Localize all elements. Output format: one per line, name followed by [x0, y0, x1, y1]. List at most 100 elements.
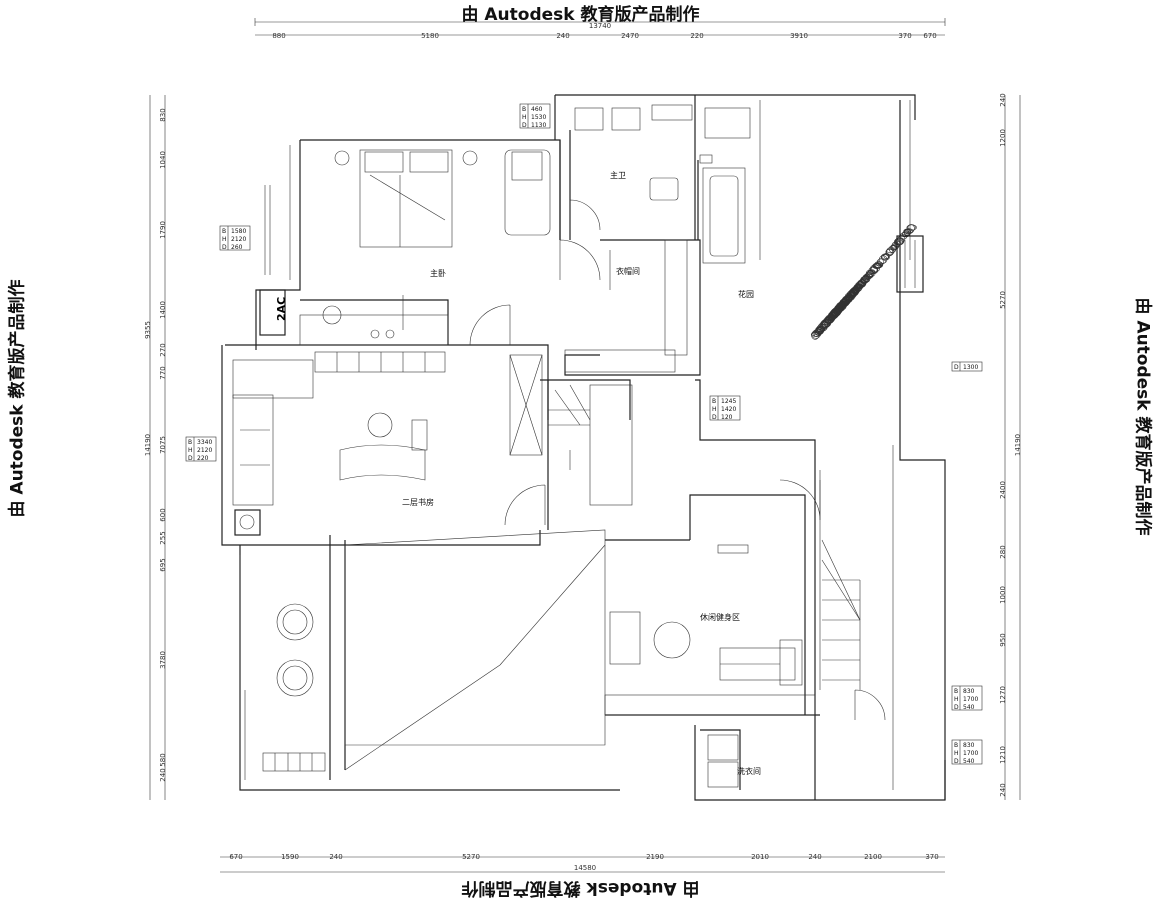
svg-text:540: 540 [963, 758, 975, 765]
bath-fixtures [574, 104, 751, 264]
pebble [859, 279, 866, 287]
right-dim-10: 240 [999, 783, 1007, 796]
right-dim-7: 950 [999, 633, 1007, 646]
left-dim-12: 240 [159, 768, 167, 781]
top-dim-7: 370 [898, 32, 911, 40]
svg-text:D: D [954, 364, 959, 371]
svg-text:1530: 1530 [531, 114, 546, 121]
svg-text:1420: 1420 [721, 406, 736, 413]
spiral-stair [548, 384, 591, 470]
right-dim-9: 1210 [999, 746, 1007, 764]
gym-equipment [609, 544, 803, 686]
garden-bench [896, 235, 924, 293]
room-label-master-bedroom: 主卧 [430, 268, 446, 278]
left-total-b: 14190 [144, 434, 152, 456]
svg-text:1580: 1580 [231, 228, 246, 235]
svg-text:540: 540 [963, 704, 975, 711]
pebble [838, 302, 847, 307]
bottom-dim-5: 2190 [646, 853, 664, 861]
pebble [880, 253, 891, 261]
top-total-dim: 13740 [589, 22, 611, 30]
svg-text:1300: 1300 [963, 364, 978, 371]
top-dim-2: 5180 [421, 32, 439, 40]
pebble [819, 321, 830, 329]
left-dim-11: 3780 [159, 651, 167, 669]
room-label-study: 二层书房 [402, 497, 434, 507]
top-dim-6: 3910 [790, 32, 808, 40]
ac-label: 2AC [275, 297, 288, 321]
bottom-dim-8: 2100 [864, 853, 882, 861]
room-label-closet: 衣帽间 [616, 266, 640, 276]
left-dim-2: 1040 [159, 151, 167, 169]
bottom-dim-1: 670 [229, 853, 242, 861]
svg-text:1700: 1700 [963, 750, 978, 757]
pebble [841, 296, 851, 306]
svg-text:830: 830 [963, 688, 975, 695]
right-dim-1: 240 [999, 93, 1007, 106]
svg-text:H: H [712, 406, 717, 413]
room-label-laundry: 洗衣间 [737, 766, 761, 776]
svg-text:220: 220 [197, 455, 209, 462]
svg-text:H: H [522, 114, 527, 121]
pebble [872, 262, 884, 268]
right-dim-6: 1000 [999, 586, 1007, 604]
pebble [883, 252, 890, 259]
pebble [886, 248, 896, 254]
svg-text:120: 120 [721, 414, 733, 421]
right-dim-4: 2400 [999, 481, 1007, 499]
pebble [903, 228, 913, 235]
lounge-chairs [262, 603, 326, 772]
pebble [899, 234, 907, 240]
right-dim-5: 280 [999, 545, 1007, 558]
bottom-dim-9: 370 [925, 853, 938, 861]
left-dim-6: 770 [159, 366, 167, 379]
svg-text:B: B [222, 228, 226, 235]
svg-text:1245: 1245 [721, 398, 736, 405]
svg-text:2120: 2120 [197, 447, 212, 454]
bedroom-lounge-chair [504, 149, 551, 236]
svg-text:B: B [954, 688, 958, 695]
pebble [848, 290, 857, 296]
room-label-master-bath: 主卫 [610, 170, 626, 180]
bottom-dim-3: 240 [329, 853, 342, 861]
pebble [890, 243, 899, 249]
svg-text:H: H [222, 236, 227, 243]
bottom-dim-7: 240 [808, 853, 821, 861]
left-dim-9: 255 [159, 531, 167, 544]
left-dimensions: 9355 14190 830 1040 1790 1400 270 770 70… [144, 95, 167, 800]
left-dim-1: 830 [159, 108, 167, 121]
pebble [864, 272, 874, 278]
room-label-leisure-gym: 休闲健身区 [700, 612, 740, 622]
study-cabinet-row [314, 351, 446, 373]
left-dim-3: 1790 [159, 221, 167, 239]
study-sofa [232, 359, 314, 506]
pebble [863, 273, 873, 279]
pebble [814, 328, 823, 334]
master-bed [334, 149, 478, 248]
svg-text:1130: 1130 [531, 122, 546, 129]
svg-text:2120: 2120 [231, 236, 246, 243]
svg-text:H: H [954, 750, 959, 757]
pebble [840, 299, 848, 308]
top-dim-5: 220 [690, 32, 703, 40]
svg-text:260: 260 [231, 244, 243, 251]
top-dim-4: 2470 [621, 32, 639, 40]
svg-text:H: H [954, 696, 959, 703]
pebble [853, 283, 863, 292]
top-dimensions: 13740 880 5180 240 2470 220 3910 370 670 [254, 18, 946, 40]
bottom-dim-4: 5270 [462, 853, 480, 861]
right-dim-3: 5270 [999, 291, 1007, 309]
pebble [876, 258, 886, 265]
pebble [831, 310, 839, 317]
garden-pebbles [810, 224, 917, 340]
spec-garden-d: D 1300 [951, 361, 983, 372]
left-total-a: 9355 [144, 321, 152, 339]
right-dim-8: 1270 [999, 686, 1007, 704]
